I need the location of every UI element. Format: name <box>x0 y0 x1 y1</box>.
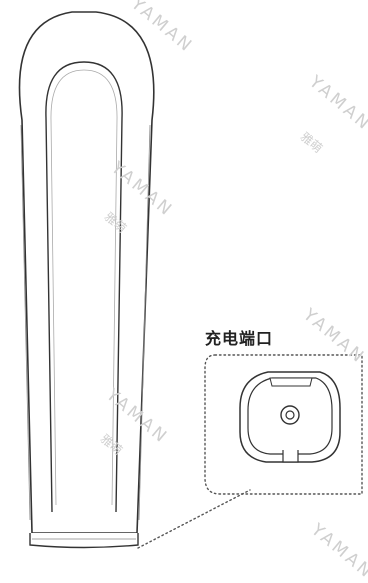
device-diagram <box>18 11 363 549</box>
callout-box <box>204 354 363 495</box>
charging-port-detail <box>239 371 341 463</box>
callout-leader <box>137 489 251 549</box>
port-top-slot <box>269 377 313 387</box>
device-inner-panel-edge <box>50 69 118 506</box>
port-bottom-tab <box>282 450 299 463</box>
device-inner-panel <box>45 61 123 513</box>
device-base <box>29 533 139 549</box>
device-left-edge <box>20 124 31 521</box>
port-connector-pin <box>285 410 295 420</box>
callout-label: 充电端口 <box>205 329 274 348</box>
port-inner-rim <box>247 377 333 455</box>
device-right-edge <box>138 124 151 521</box>
device-body-outline <box>18 11 155 534</box>
